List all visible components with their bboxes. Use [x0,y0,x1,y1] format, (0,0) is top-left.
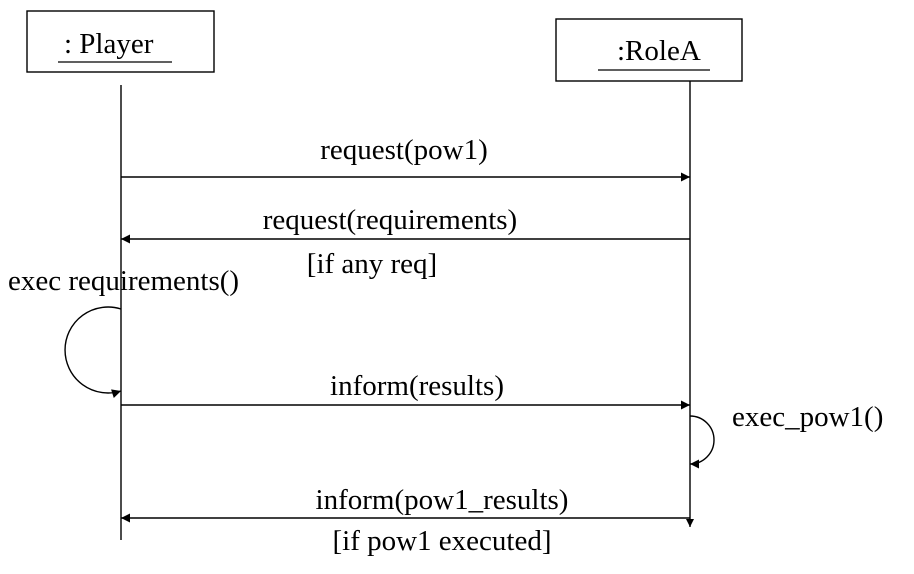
message-request-pow1-label: request(pow1) [320,134,488,166]
player-lifeline-label: : Player [64,28,154,60]
rolea-self-call-label: exec_pow1() [732,401,884,433]
player-self-call-arrow [64,306,122,398]
message-request-requirements-guard: [if any req] [306,248,438,280]
rolea-self-call-arrow [689,415,715,469]
message-inform-pow1-results-guard: [if pow1 executed] [332,525,552,557]
rolea-lifeline-label: :RoleA [617,35,701,67]
message-request-requirements-label: request(requirements) [262,204,518,236]
rolea-lifeline-box [555,18,743,82]
message-inform-results-label: inform(results) [330,370,504,402]
player-self-call-label: exec requirements() [8,265,240,297]
message-inform-pow1-results-label: inform(pow1_results) [315,484,569,516]
